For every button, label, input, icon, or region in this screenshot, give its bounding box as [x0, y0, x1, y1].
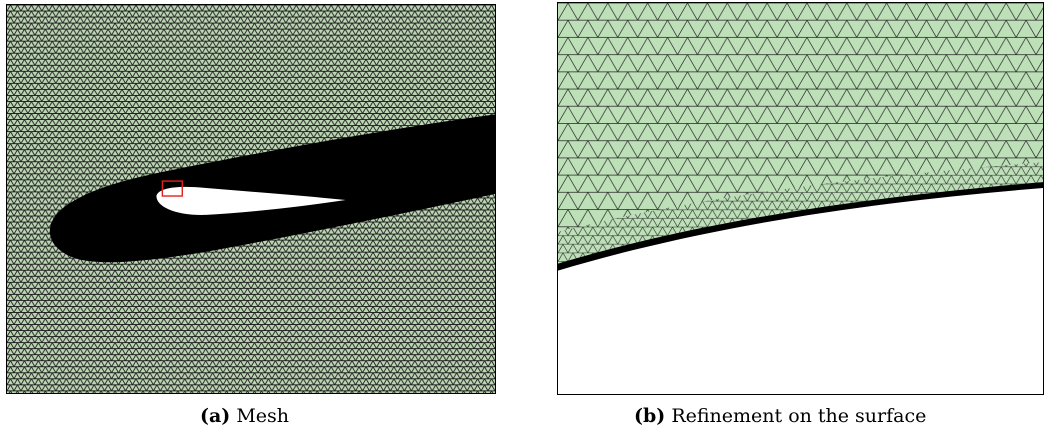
refined-wake-region: [49, 114, 495, 263]
airfoil-interior: [558, 188, 1043, 394]
caption-b-label: (b): [634, 405, 666, 427]
surface-refinement-panel: [557, 2, 1044, 395]
mesh-overview-graphic: [7, 5, 495, 393]
caption-b-text: Refinement on the surface: [671, 405, 927, 427]
wall-boundary-layer: [558, 182, 1043, 272]
caption-a-text: Mesh: [236, 405, 290, 427]
surface-refinement-graphic: [558, 3, 1043, 394]
caption-refinement: (b) Refinement on the surface: [634, 405, 926, 427]
caption-mesh: (a) Mesh: [200, 405, 289, 427]
airfoil-shape: [156, 186, 346, 215]
zoom-region-box: [161, 180, 183, 197]
caption-a-label: (a): [200, 405, 231, 427]
boundary-layer-band: [558, 162, 1043, 270]
mesh-overview-panel: [6, 4, 496, 394]
